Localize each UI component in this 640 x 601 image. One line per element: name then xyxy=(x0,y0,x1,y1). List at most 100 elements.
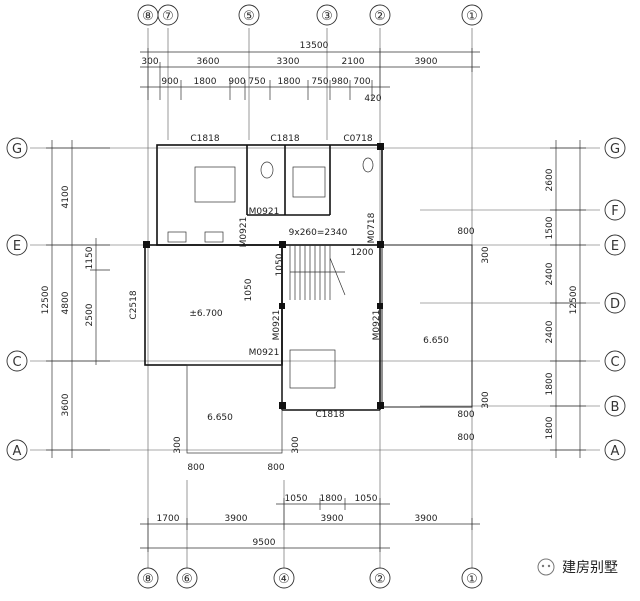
axis-label-left-2: E xyxy=(13,239,21,254)
label-elev-6650-b: 6.650 xyxy=(207,413,233,423)
label-300-a: 300 xyxy=(481,246,491,263)
dim-top-extra: 420 xyxy=(364,94,381,104)
label-m0718: M0718 xyxy=(367,212,377,243)
toilet-2 xyxy=(362,157,374,173)
axis-label-top-6: ① xyxy=(466,9,478,24)
dim-top-r2-2: 3600 xyxy=(197,57,220,67)
bottom-axis-bubbles: ⑧ ⑥ ④ ② ① xyxy=(137,567,483,589)
dim-right-4: 2400 xyxy=(545,320,555,343)
dim-top-r2-5: 3900 xyxy=(415,57,438,67)
axis-label-right-3: E xyxy=(611,239,619,254)
toilet xyxy=(260,161,274,179)
bed-upper-left xyxy=(194,166,236,203)
label-c1818-a: C1818 xyxy=(190,134,219,144)
axis-label-right-4: D xyxy=(610,297,620,312)
label-300-c: 300 xyxy=(173,436,183,453)
wechat-icon xyxy=(537,558,555,576)
axis-label-top-3: ⑤ xyxy=(243,9,255,24)
bed-upper-middle xyxy=(292,166,326,198)
axis-label-top-2: ⑦ xyxy=(162,9,174,24)
dim-right-3: 2400 xyxy=(545,262,555,285)
label-1050-a: 1050 xyxy=(275,253,285,276)
dim-top-r3-2: 1800 xyxy=(194,77,217,87)
label-elev-6700: ±6.700 xyxy=(189,309,223,319)
room-labels: C1818 C1818 C0718 M0921 M0921 M0718 9x26… xyxy=(129,134,491,473)
label-stair: 9x260=2340 xyxy=(289,228,348,238)
axis-label-right-2: F xyxy=(611,204,618,219)
label-1050-b: 1050 xyxy=(244,278,254,301)
top-axis-bubbles: ⑧ ⑦ ⑤ ③ ② ① xyxy=(137,4,483,26)
furniture xyxy=(167,157,374,389)
axis-label-top-1: ⑧ xyxy=(142,9,154,24)
label-800-e: 800 xyxy=(457,433,474,443)
label-800-a: 800 xyxy=(457,227,474,237)
axis-label-left-3: C xyxy=(12,355,21,370)
dim-top-r2-4: 2100 xyxy=(342,57,365,67)
label-m0921-d: M0921 xyxy=(372,310,382,341)
axis-label-top-5: ② xyxy=(374,9,386,24)
dim-top-r3-1: 900 xyxy=(161,77,178,87)
label-300-b: 300 xyxy=(481,391,491,408)
axis-grid-lines xyxy=(30,28,600,578)
dim-right-1: 2600 xyxy=(545,168,555,191)
axis-label-top-4: ③ xyxy=(321,9,333,24)
left-dimensions: 12500 4100 4800 3600 1150 2500 xyxy=(41,140,110,458)
dim-right-total: 12500 xyxy=(569,285,579,314)
dim-top-r3-7: 980 xyxy=(331,77,348,87)
axis-label-right-6: B xyxy=(611,400,620,415)
label-c1818-c: C1818 xyxy=(315,410,344,420)
top-dimensions: 13500 300 3600 3300 2100 3900 900 1800 9… xyxy=(140,41,480,104)
dim-bot-r2-4: 3900 xyxy=(415,514,438,524)
label-1200: 1200 xyxy=(351,248,374,258)
axis-label-bottom-3: ④ xyxy=(278,572,290,587)
label-c0718: C0718 xyxy=(343,134,372,144)
dim-bot-r2-2: 3900 xyxy=(225,514,248,524)
dim-bot-r1-3: 1050 xyxy=(355,494,378,504)
cabinet-1 xyxy=(167,231,187,243)
dim-left-total: 12500 xyxy=(41,285,51,314)
label-800-d: 800 xyxy=(267,463,284,473)
dim-bot-r1-2: 1800 xyxy=(320,494,343,504)
walls xyxy=(143,143,473,454)
stair-treads xyxy=(289,245,346,300)
bed-lower xyxy=(289,349,336,389)
axis-label-left-1: G xyxy=(12,142,22,157)
dim-top-r3-5: 1800 xyxy=(278,77,301,87)
label-m0921-a: M0921 xyxy=(249,207,280,217)
dim-top-r3-6: 750 xyxy=(311,77,328,87)
watermark-text: 建房别墅 xyxy=(562,560,618,576)
label-300-d: 300 xyxy=(291,436,301,453)
dim-left-1: 4100 xyxy=(61,185,71,208)
axis-label-left-4: A xyxy=(13,444,22,459)
dim-right-2: 1500 xyxy=(545,216,555,239)
dim-right-5: 1800 xyxy=(545,372,555,395)
watermark: 建房别墅 xyxy=(537,558,618,576)
dim-top-total: 13500 xyxy=(300,41,329,51)
label-elev-6650-a: 6.650 xyxy=(423,336,449,346)
axis-label-right-7: A xyxy=(611,444,620,459)
cabinet-2 xyxy=(204,231,224,243)
bottom-dimensions: 1050 1800 1050 1700 3900 3900 3900 9500 xyxy=(140,494,480,552)
axis-label-right-5: C xyxy=(610,355,619,370)
dim-top-r2-3: 3300 xyxy=(277,57,300,67)
dim-bot-r1-1: 1050 xyxy=(285,494,308,504)
dim-left-4: 1150 xyxy=(85,246,95,269)
label-m0921-c: M0921 xyxy=(272,310,282,341)
axis-label-bottom-4: ② xyxy=(374,572,386,587)
dim-top-r3-8: 700 xyxy=(353,77,370,87)
axis-label-bottom-1: ⑧ xyxy=(142,572,154,587)
dim-top-r3-3: 900 xyxy=(228,77,245,87)
axis-label-right-1: G xyxy=(610,142,620,157)
dim-left-5: 2500 xyxy=(85,303,95,326)
dim-top-r2-1: 300 xyxy=(141,57,158,67)
dim-top-r3-4: 750 xyxy=(248,77,265,87)
label-m0921-b: M0921 xyxy=(239,217,249,248)
dim-left-3: 3600 xyxy=(61,393,71,416)
dim-bot-total: 9500 xyxy=(253,538,276,548)
axis-label-bottom-2: ⑥ xyxy=(181,572,193,587)
dim-bot-r2-3: 3900 xyxy=(321,514,344,524)
label-m0921-e: M0921 xyxy=(249,348,280,358)
right-axis-bubbles: G F E D C B A xyxy=(604,137,626,461)
dim-bot-r2-1: 1700 xyxy=(157,514,180,524)
